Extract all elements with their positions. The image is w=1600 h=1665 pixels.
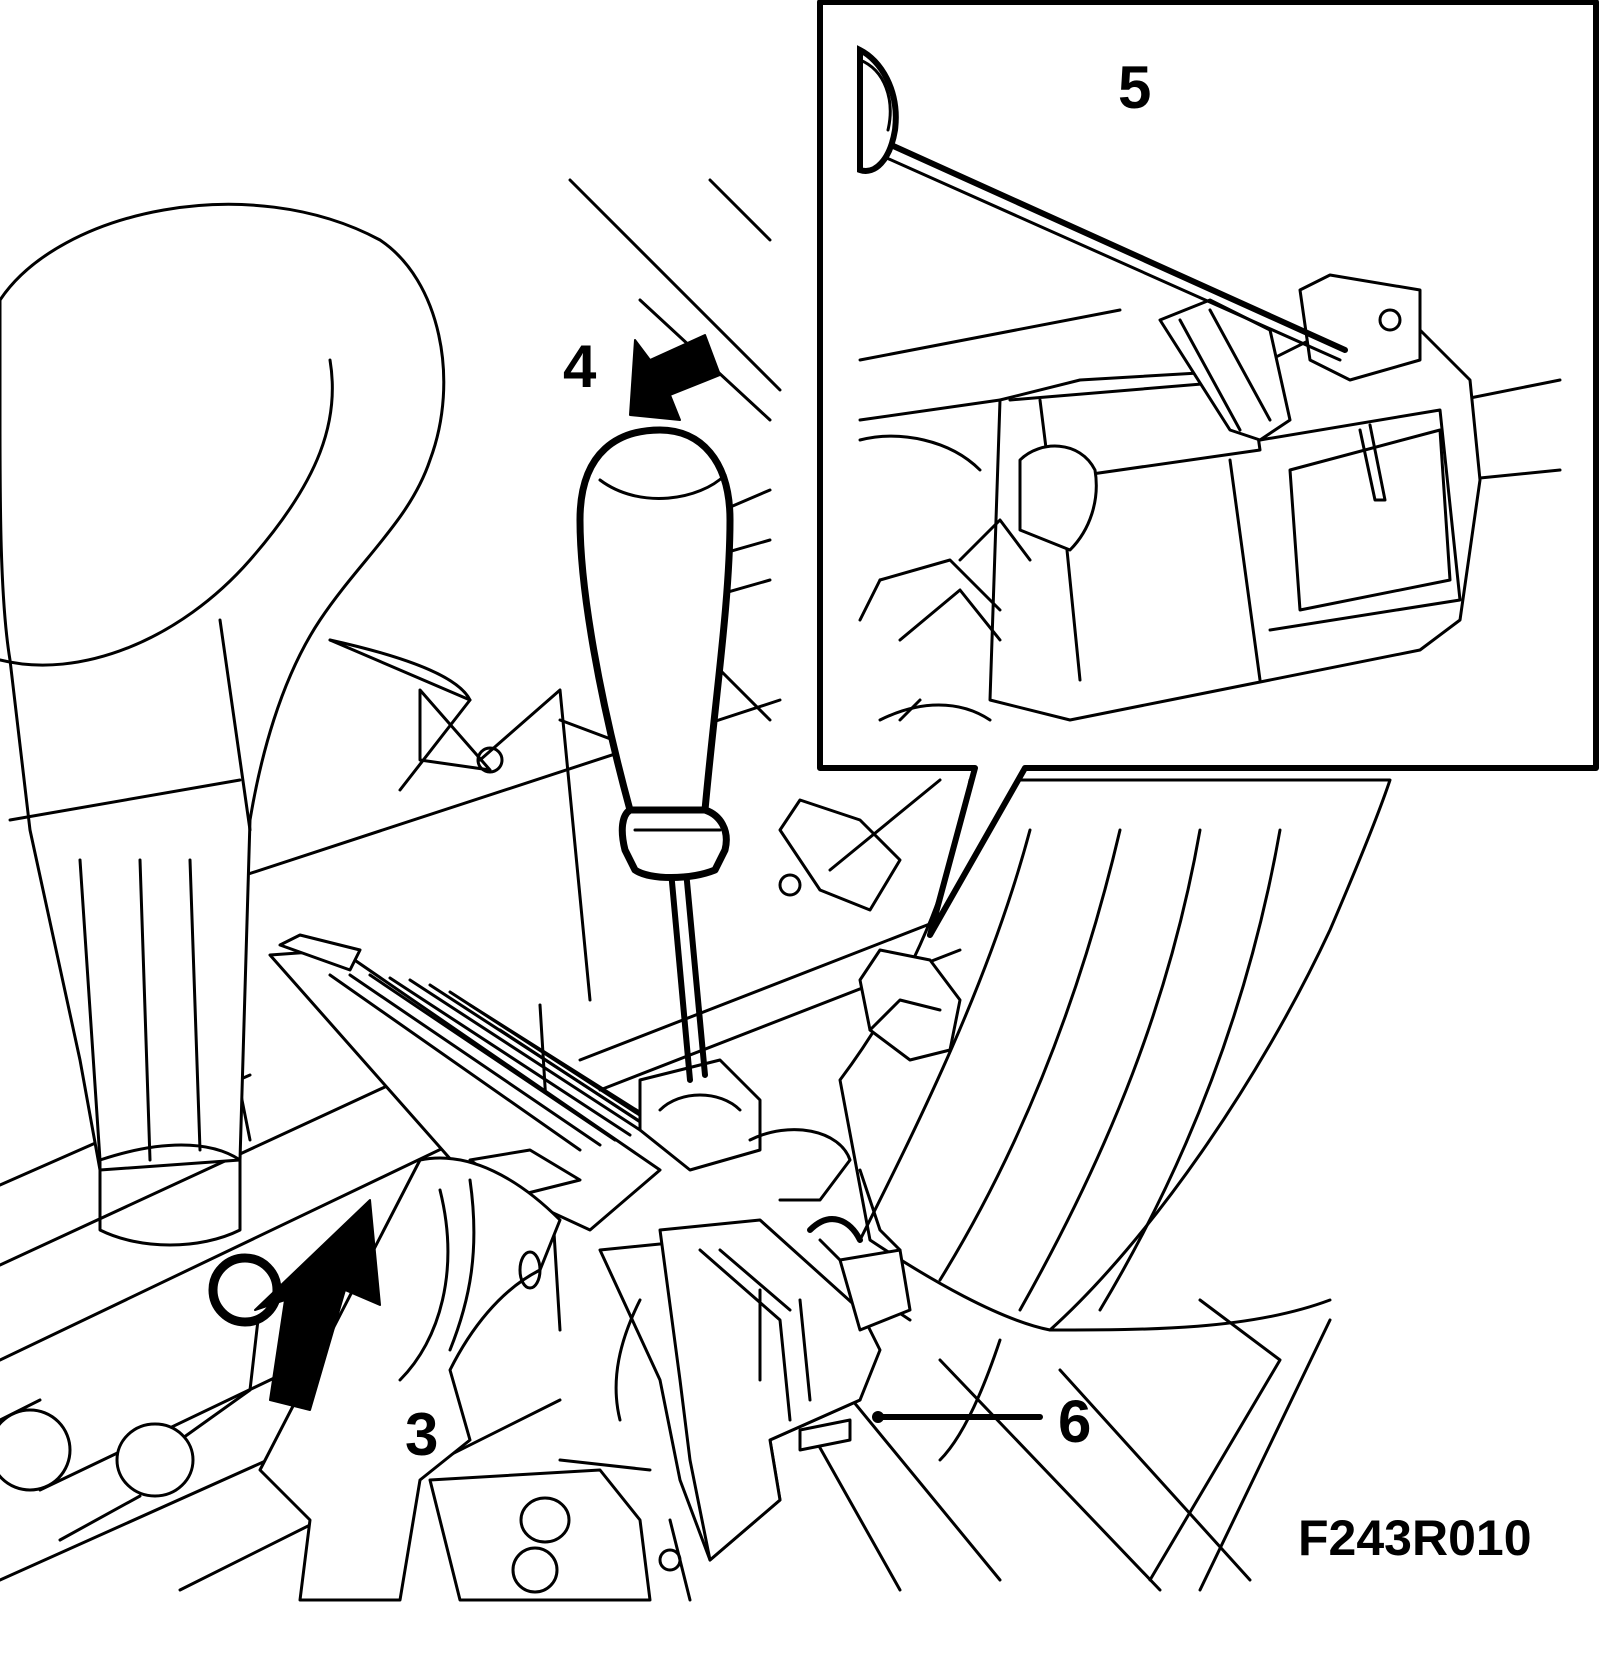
side-trim [838, 778, 1392, 1462]
callout-6-label: 6 [1058, 1388, 1091, 1455]
o-ring [208, 1253, 282, 1327]
lever-base-details [0, 1253, 282, 1542]
figure-id: F243R010 [1298, 1510, 1532, 1566]
selector-cover [268, 933, 662, 1232]
shift-lock-switch [428, 1168, 912, 1602]
arrow-4 [629, 334, 721, 421]
callout-3-label: 3 [405, 1401, 438, 1468]
screwdriver-tool [576, 426, 734, 1083]
selector-linkage [578, 778, 962, 1202]
gear-lever [0, 202, 472, 1247]
callout-5-label: 5 [1118, 54, 1151, 121]
callout-4-label: 4 [563, 333, 597, 400]
lower-housing [258, 1156, 562, 1602]
arrow-3 [254, 1199, 381, 1411]
cover-grille [328, 973, 662, 1152]
inset-detail [817, 0, 1599, 938]
leader-dot-6 [872, 1411, 884, 1423]
